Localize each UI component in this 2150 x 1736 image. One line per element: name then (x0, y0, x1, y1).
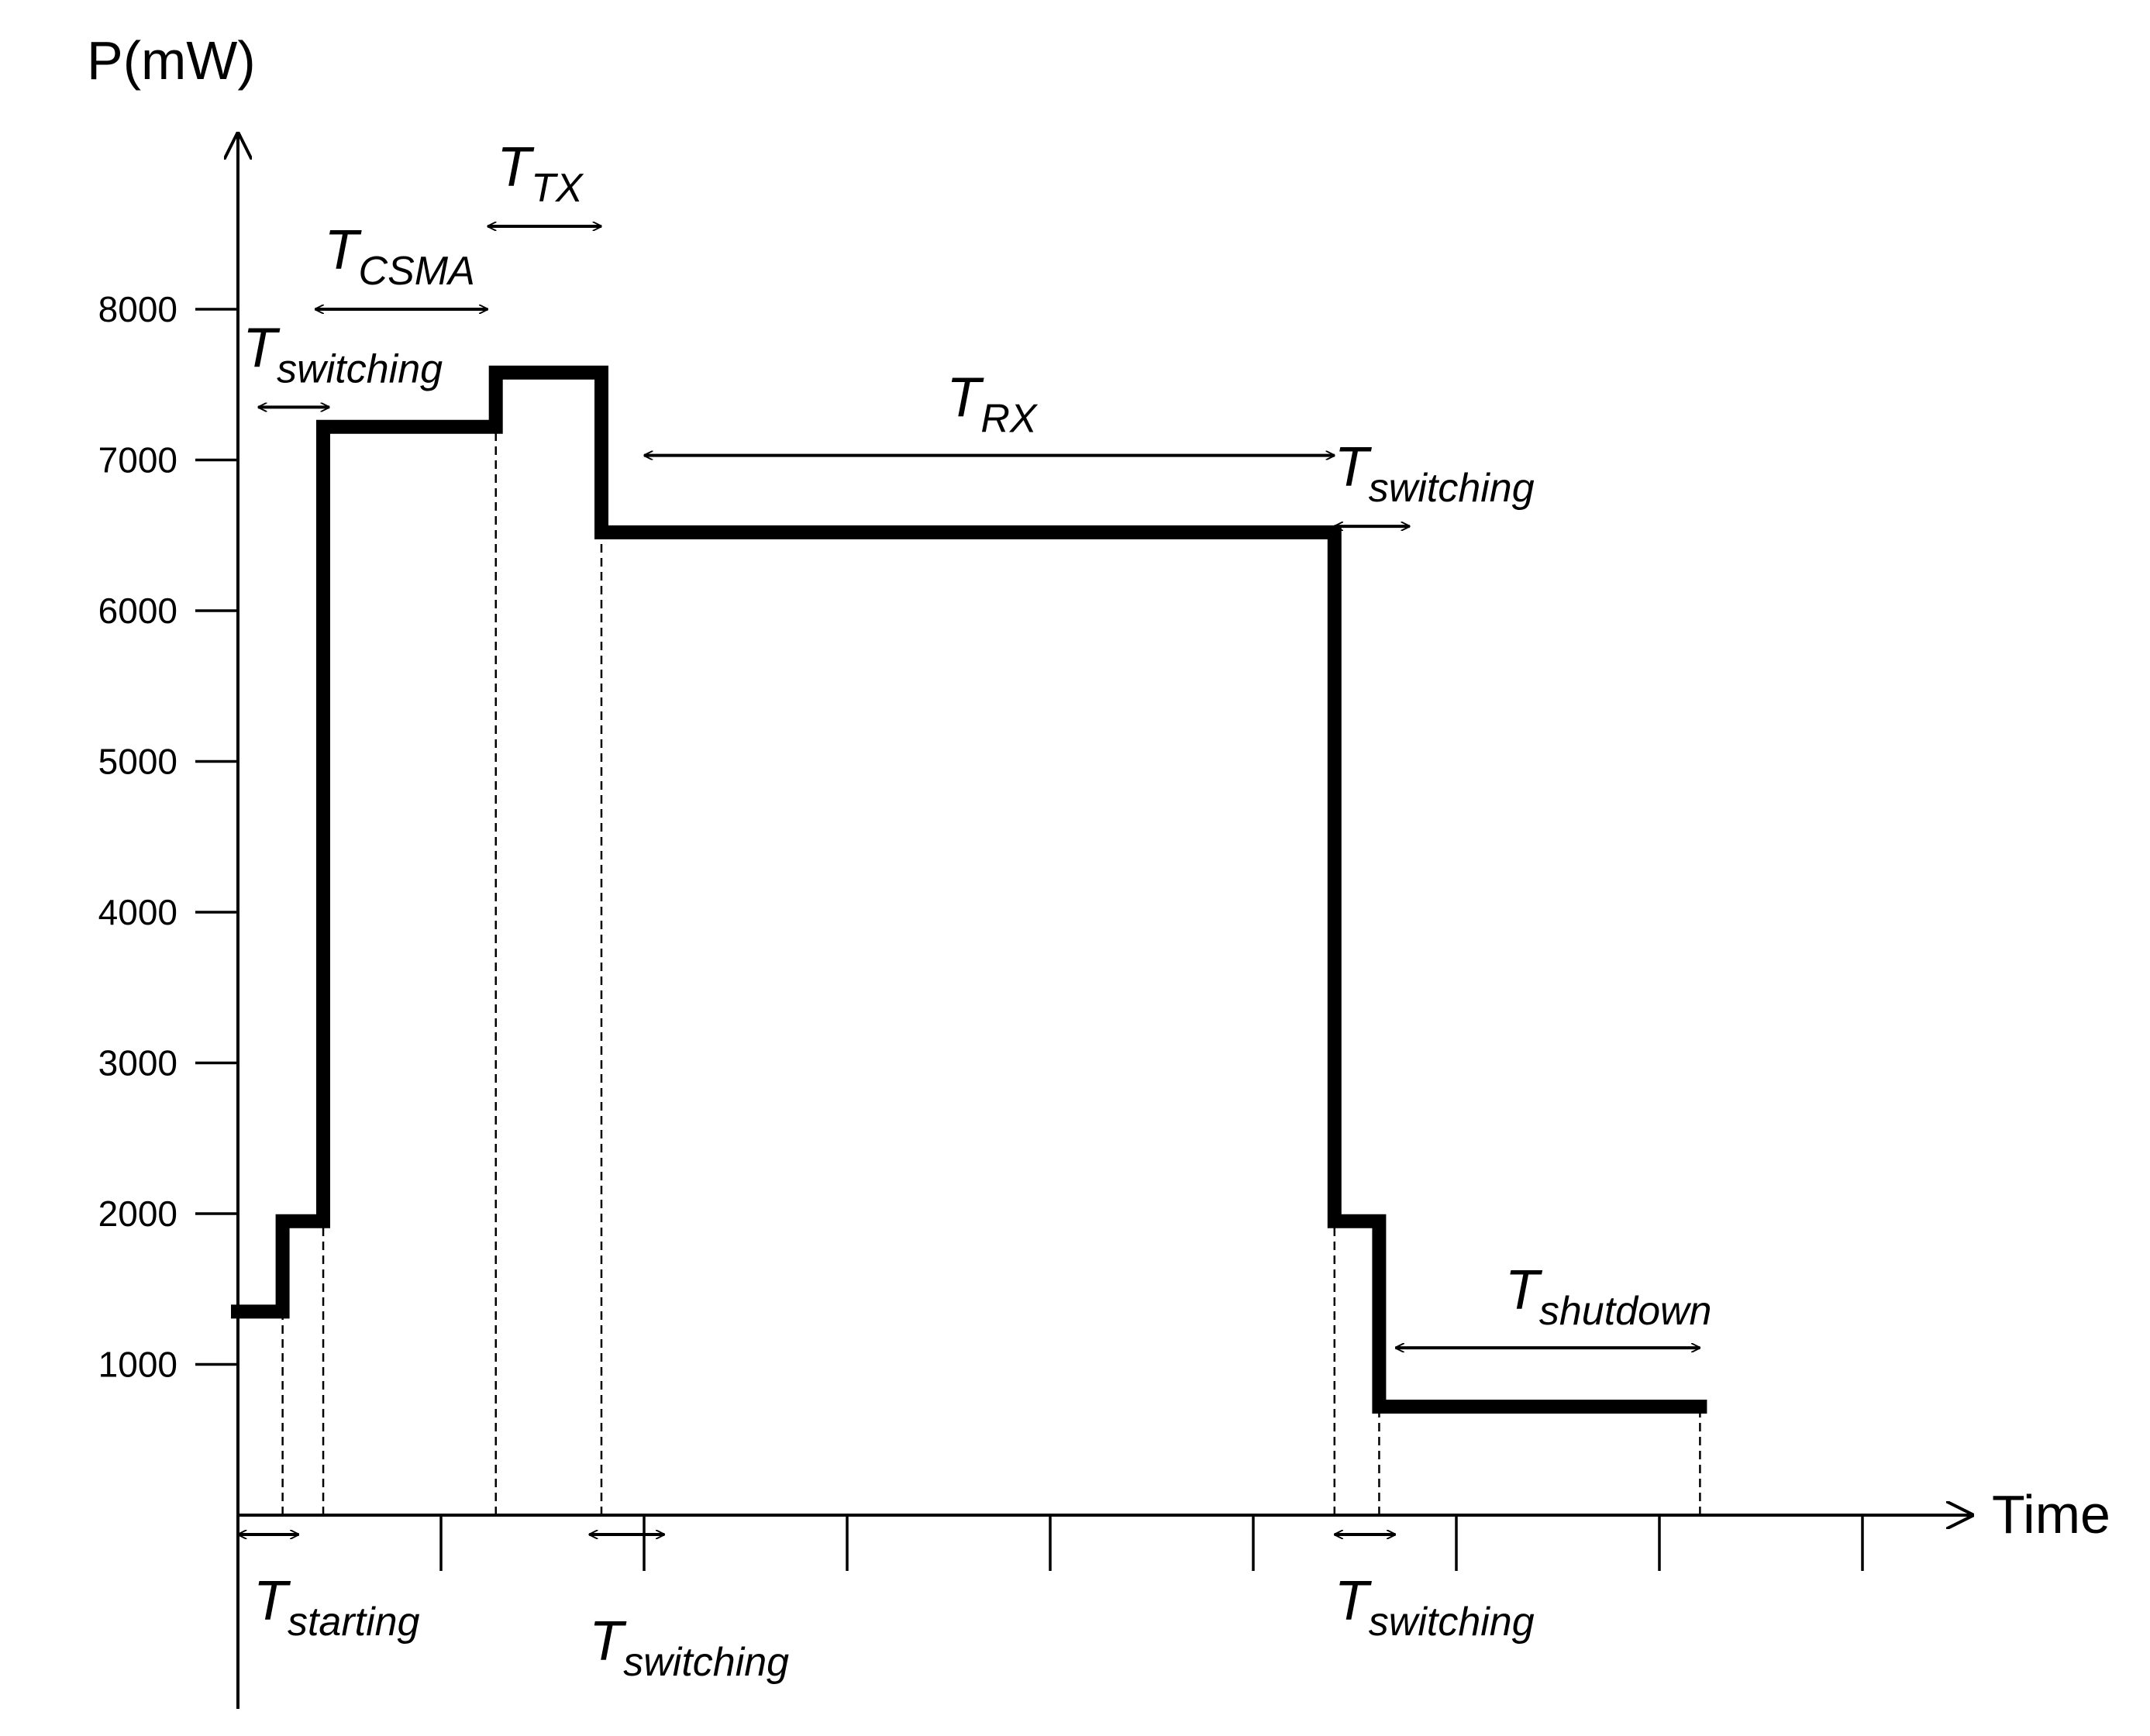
y-tick-label: 4000 (98, 892, 177, 932)
duration-label-subscript: switching (1369, 466, 1535, 511)
duration-annotations: TstartingTswitchingTCSMATTXTswitchingTRX… (238, 136, 1711, 1685)
duration-label-main: T (243, 317, 281, 379)
y-tick-label: 1000 (98, 1345, 177, 1385)
duration-label: TRX (946, 367, 1039, 442)
y-tick-label: 8000 (98, 289, 177, 329)
duration-label: Tstarting (253, 1570, 420, 1645)
duration-label-subscript: switching (1369, 1600, 1535, 1645)
y-tick-label: 7000 (98, 440, 177, 480)
x-axis-title: Time (1992, 1484, 2110, 1545)
duration-label-subscript: starting (288, 1600, 420, 1645)
duration-label-subscript: TX (531, 166, 584, 211)
duration-label: Tshutdown (1505, 1259, 1712, 1334)
duration-label-subscript: RX (980, 397, 1039, 442)
duration-label-main: T (589, 1610, 627, 1672)
duration-label-main: T (1335, 436, 1373, 498)
duration-label-main: T (253, 1570, 291, 1632)
duration-label-main: T (1505, 1259, 1543, 1321)
y-tick-label: 2000 (98, 1194, 177, 1234)
duration-label: TTX (497, 136, 584, 211)
duration-label: Tswitching (243, 317, 443, 391)
duration-label-subscript: CSMA (359, 249, 475, 294)
duration-label: Tswitching (589, 1610, 789, 1685)
duration-label: Tswitching (1335, 436, 1535, 511)
duration-label-main: T (325, 219, 363, 281)
y-tick-label: 6000 (98, 591, 177, 631)
y-axis-ticks: 1000 2000 3000 4000 5000 6000 7000 8000 (98, 289, 238, 1385)
duration-label-main: T (1335, 1570, 1373, 1632)
y-tick-label: 5000 (98, 742, 177, 782)
x-axis-ticks (439, 1515, 1864, 1571)
duration-label-subscript: shutdown (1539, 1289, 1712, 1334)
y-axis-title: P(mW) (87, 30, 256, 91)
duration-label: TCSMA (325, 219, 475, 294)
duration-label: Tswitching (1335, 1570, 1535, 1645)
duration-label-subscript: switching (623, 1640, 789, 1685)
power-step-line (231, 365, 1707, 1414)
duration-label-main: T (946, 367, 984, 429)
duration-label-main: T (497, 136, 535, 198)
duration-label-subscript: switching (277, 346, 443, 391)
y-tick-label: 3000 (98, 1043, 177, 1083)
dashed-guide-lines (281, 429, 1701, 1518)
